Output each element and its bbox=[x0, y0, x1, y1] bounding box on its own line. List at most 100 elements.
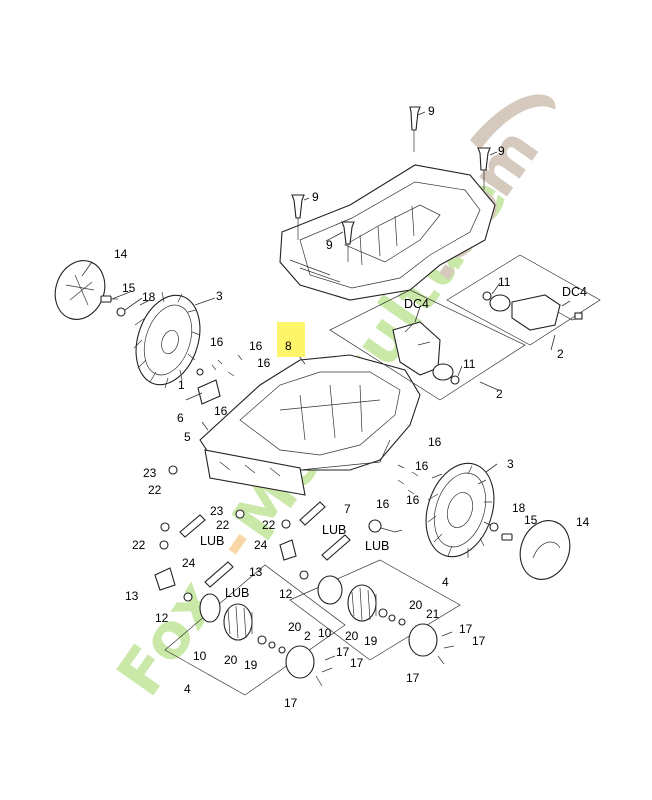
grease-brush-lub-2 bbox=[299, 501, 326, 526]
callout-20-b: 20 bbox=[288, 620, 302, 634]
washer-22-b bbox=[159, 540, 169, 550]
clip-21-right bbox=[398, 618, 406, 626]
cover-plate-right bbox=[408, 623, 438, 657]
callout-17-e: 17 bbox=[472, 634, 486, 648]
gear-cup-10-right bbox=[317, 575, 343, 605]
grease-brush-lub-3 bbox=[204, 561, 234, 588]
callout-21: 21 bbox=[426, 607, 440, 621]
callout-13-b: 13 bbox=[249, 565, 263, 579]
bolt-15-right bbox=[501, 533, 513, 541]
drive-motor-dc4-right bbox=[511, 294, 561, 331]
drive-wheel-right-hub bbox=[446, 492, 474, 528]
chassis-front-bumper bbox=[204, 449, 306, 496]
drive-wheel-left bbox=[135, 294, 201, 386]
washer-22-d bbox=[235, 509, 245, 519]
callout-8: 8 bbox=[285, 339, 292, 353]
chassis-assembly bbox=[199, 354, 421, 496]
callout-labels: 14 15 18 3 9 9 9 9 11 DC4 2 DC4 11 2 8 1… bbox=[114, 104, 590, 710]
motor-group-right bbox=[446, 254, 601, 346]
callout-lub-1: LUB bbox=[200, 534, 224, 548]
washer-12-left bbox=[183, 592, 193, 602]
callout-lub-4: LUB bbox=[365, 539, 389, 553]
sensor-7 bbox=[368, 519, 382, 533]
callout-18-right: 18 bbox=[512, 501, 526, 515]
pinion-13-left bbox=[154, 567, 176, 591]
bolt-15-left bbox=[100, 295, 118, 303]
callout-9-d: 9 bbox=[326, 238, 333, 252]
grease-brush-lub-4 bbox=[321, 534, 351, 561]
callout-dc4-right: DC4 bbox=[562, 285, 587, 299]
callout-17-a: 17 bbox=[336, 645, 350, 659]
callout-23-b: 23 bbox=[210, 504, 224, 518]
callout-20-a: 20 bbox=[224, 653, 238, 667]
chassis-inner-cavity bbox=[239, 371, 401, 456]
callout-9-b: 9 bbox=[498, 144, 505, 158]
seal-19-left bbox=[268, 641, 276, 649]
pinion-parts bbox=[154, 465, 403, 602]
drive-wheel-right bbox=[425, 462, 495, 558]
callout-8-highlight bbox=[277, 322, 305, 357]
drive-wheel-left-hub bbox=[161, 329, 179, 355]
pinion-13-right bbox=[279, 539, 297, 561]
callout-2-right: 2 bbox=[557, 347, 564, 361]
chassis-inner-ribs bbox=[279, 384, 381, 441]
motor-group-right-box bbox=[446, 254, 601, 346]
chassis-side-edge bbox=[299, 439, 391, 471]
motor-flange-middle bbox=[432, 363, 454, 381]
callout-16-d: 16 bbox=[214, 404, 228, 418]
ring-gear-right-teeth bbox=[351, 587, 377, 621]
callout-2-lower: 2 bbox=[304, 629, 311, 643]
callout-dc4-middle: DC4 bbox=[404, 297, 429, 311]
hubcap-right-swoosh bbox=[532, 541, 561, 559]
left-wheel-assembly bbox=[54, 260, 201, 389]
washer-23 bbox=[281, 519, 291, 529]
screw-9-c bbox=[291, 194, 305, 240]
motor-flange-right bbox=[489, 294, 511, 312]
sensor-7-cable bbox=[380, 527, 403, 533]
screw-9-d bbox=[341, 221, 355, 262]
top-cover-inner-detail bbox=[344, 204, 441, 263]
top-cover-inner-rim bbox=[299, 181, 481, 289]
drive-wheel-right-rim bbox=[433, 472, 487, 548]
callout-4-right: 4 bbox=[442, 575, 449, 589]
top-cover-outline bbox=[279, 164, 496, 301]
o-ring-11-middle bbox=[450, 375, 460, 385]
callout-22-c: 22 bbox=[262, 518, 276, 532]
washer-22-a bbox=[160, 522, 170, 532]
callout-10-left: 10 bbox=[193, 649, 207, 663]
top-cover-assembly bbox=[279, 106, 496, 301]
callout-10-right: 10 bbox=[318, 626, 332, 640]
callout-17-f: 17 bbox=[406, 671, 420, 685]
callout-20-c: 20 bbox=[345, 629, 359, 643]
callout-16-h: 16 bbox=[406, 493, 420, 507]
callout-15-right: 15 bbox=[524, 513, 538, 527]
callout-2-middle: 2 bbox=[496, 387, 503, 401]
callout-9-c: 9 bbox=[312, 190, 319, 204]
washer-12-right bbox=[299, 570, 309, 580]
callout-1: 1 bbox=[178, 378, 185, 392]
clip-21-left bbox=[278, 646, 286, 654]
gear-box-right bbox=[289, 559, 461, 661]
callout-6: 6 bbox=[177, 411, 184, 425]
callout-3-left: 3 bbox=[216, 289, 223, 303]
screw-9-a bbox=[409, 106, 421, 152]
drive-wheel-right-tread bbox=[427, 465, 493, 558]
gear-assembly-right bbox=[289, 559, 461, 665]
axle-6 bbox=[197, 379, 221, 405]
gear-assembly-left bbox=[164, 564, 346, 696]
watermark-leaf-shape bbox=[470, 94, 556, 150]
callout-lub-2: LUB bbox=[322, 523, 346, 537]
ring-gear-left-teeth bbox=[227, 605, 253, 639]
grease-brush-lub-1 bbox=[179, 514, 206, 538]
drive-wheel-left-tread bbox=[133, 291, 201, 389]
hubcap-right bbox=[519, 520, 571, 580]
callout-lub-3: LUB bbox=[225, 586, 249, 600]
callout-12-b: 12 bbox=[279, 587, 293, 601]
callout-19-right: 19 bbox=[364, 634, 378, 648]
callout-23-a: 23 bbox=[143, 466, 157, 480]
callout-24-a: 24 bbox=[182, 556, 196, 570]
bearing-20-right bbox=[378, 608, 388, 618]
callout-16-g: 16 bbox=[376, 497, 390, 511]
